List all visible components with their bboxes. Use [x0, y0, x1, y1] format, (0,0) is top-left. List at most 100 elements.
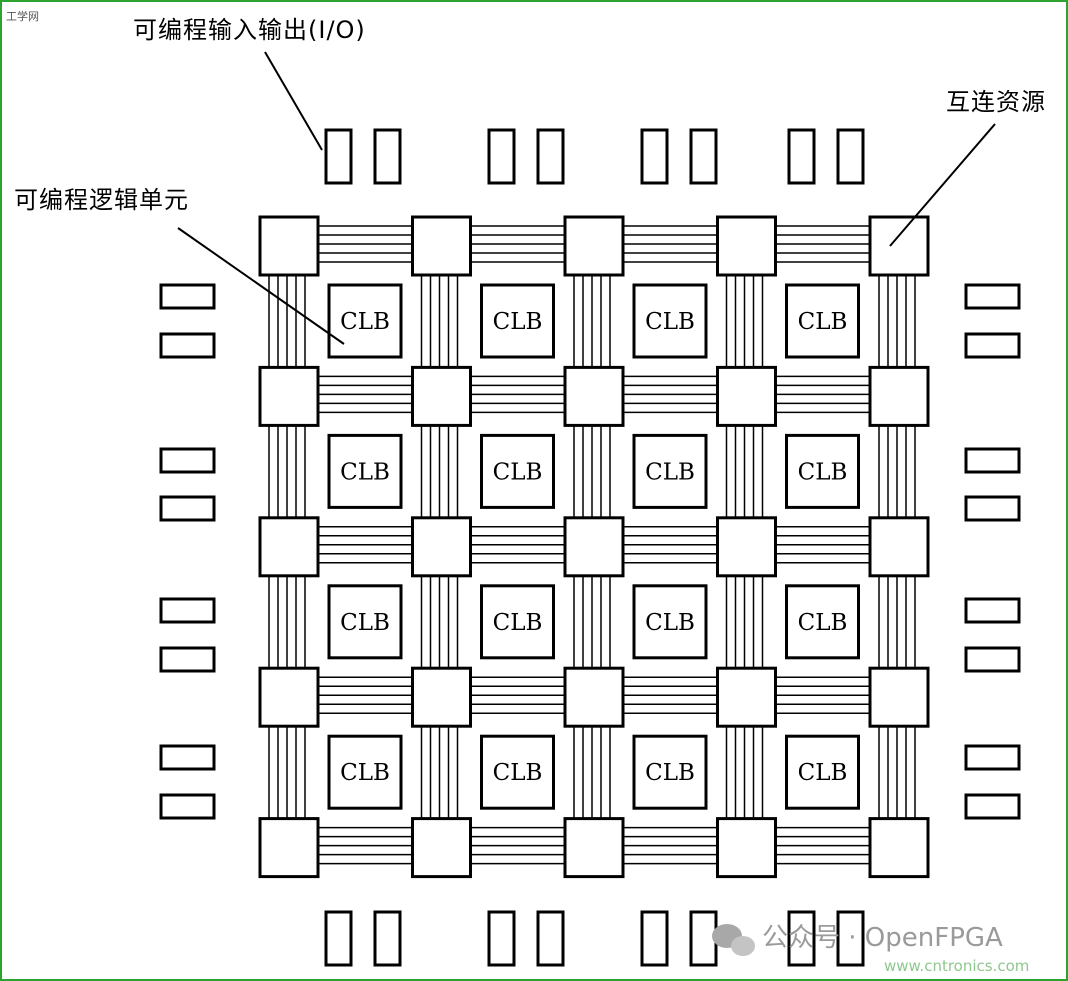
io-block-bottom [487, 910, 516, 967]
io-block-right [964, 447, 1021, 474]
io-block-top [487, 128, 516, 185]
channel-watermark: 公众号 · OpenFPGA [762, 923, 1003, 953]
io-block-top [324, 128, 353, 185]
clb-label: CLB [340, 760, 390, 786]
clb-block [632, 433, 708, 509]
io-block-right [964, 332, 1021, 359]
switch-box [716, 817, 777, 879]
clb-block [632, 734, 708, 810]
clb-label: CLB [340, 309, 390, 335]
io-block-right [964, 793, 1021, 820]
clb-label: CLB [645, 760, 695, 786]
clb-block [480, 433, 555, 509]
corner-watermark: 工学网 [6, 9, 39, 23]
io-block-left [159, 597, 216, 624]
switch-box [411, 817, 472, 879]
clb-label: CLB [798, 610, 848, 636]
io-block-bottom [324, 910, 353, 967]
switch-boxes [258, 215, 930, 879]
switch-box [716, 516, 777, 578]
clb-label: CLB [645, 309, 695, 335]
switch-box [258, 215, 320, 277]
io-block-right [964, 495, 1021, 522]
clb-block [327, 584, 403, 660]
clb-block [785, 584, 860, 660]
switch-box [868, 516, 930, 578]
switch-box [563, 516, 625, 578]
clb-blocks: CLB CLB CLB CLB CLB CLB CLB CLB CLB CLB CLB CLB CLB C… [327, 283, 860, 810]
switch-box [563, 365, 625, 427]
interconnect-leader-line [889, 123, 996, 247]
clb-block [480, 283, 555, 359]
clb-block [327, 433, 403, 509]
switch-box [258, 516, 320, 578]
io-block-top [640, 128, 669, 185]
io-label: 可编程输入输出(I/O) [133, 16, 366, 44]
switch-box [258, 817, 320, 879]
io-block-top [536, 128, 565, 185]
switch-box [411, 365, 472, 427]
io-block-bottom [689, 910, 718, 967]
clb-label: CLB [493, 760, 543, 786]
interconnect-label: 互连资源 [946, 88, 1046, 116]
clb-label: CLB [340, 459, 390, 485]
clb-label: CLB [645, 610, 695, 636]
io-block-bottom [640, 910, 669, 967]
clb-block [785, 734, 860, 810]
clb-label: CLB [493, 459, 543, 485]
switch-box [411, 215, 472, 277]
clb-label: CLB [493, 610, 543, 636]
clb-block [480, 584, 555, 660]
switch-box [716, 666, 777, 728]
io-block-bottom [373, 910, 402, 967]
io-block-right [964, 283, 1021, 310]
io-block-left [159, 744, 216, 771]
io-leader-line [264, 51, 323, 151]
clb-block [480, 734, 555, 810]
switch-box [868, 365, 930, 427]
switch-box [411, 666, 472, 728]
switch-box [563, 215, 625, 277]
clb-block [785, 283, 860, 359]
io-block-top [836, 128, 865, 185]
io-block-bottom [836, 910, 865, 967]
io-block-left [159, 283, 216, 310]
clb-block [632, 283, 708, 359]
io-block-right [964, 744, 1021, 771]
io-block-left [159, 332, 216, 359]
clb-label: CLB [798, 760, 848, 786]
switch-box [563, 666, 625, 728]
clb-label: CLB [493, 309, 543, 335]
io-block-bottom [787, 910, 816, 967]
clb-label: CLB [798, 309, 848, 335]
switch-box [258, 365, 320, 427]
logic-unit-leader-line [177, 227, 345, 345]
switch-box [411, 516, 472, 578]
switch-box [868, 215, 930, 277]
io-blocks [159, 128, 1021, 967]
switch-box [716, 215, 777, 277]
io-block-left [159, 646, 216, 673]
wechat-icon [712, 924, 755, 956]
clb-block [632, 584, 708, 660]
logic-unit-label: 可编程逻辑单元 [14, 186, 189, 214]
io-block-right [964, 597, 1021, 624]
clb-label: CLB [798, 459, 848, 485]
clb-block [785, 433, 860, 509]
io-block-top [373, 128, 402, 185]
clb-block [327, 283, 403, 359]
io-block-bottom [536, 910, 565, 967]
switch-box [868, 817, 930, 879]
switch-box [563, 817, 625, 879]
io-block-top [787, 128, 816, 185]
io-block-left [159, 793, 216, 820]
io-block-top [689, 128, 718, 185]
switch-box [258, 666, 320, 728]
switch-box [716, 365, 777, 427]
clb-label: CLB [340, 610, 390, 636]
io-block-left [159, 495, 216, 522]
interconnect-wires [268, 225, 916, 865]
switch-box [868, 666, 930, 728]
